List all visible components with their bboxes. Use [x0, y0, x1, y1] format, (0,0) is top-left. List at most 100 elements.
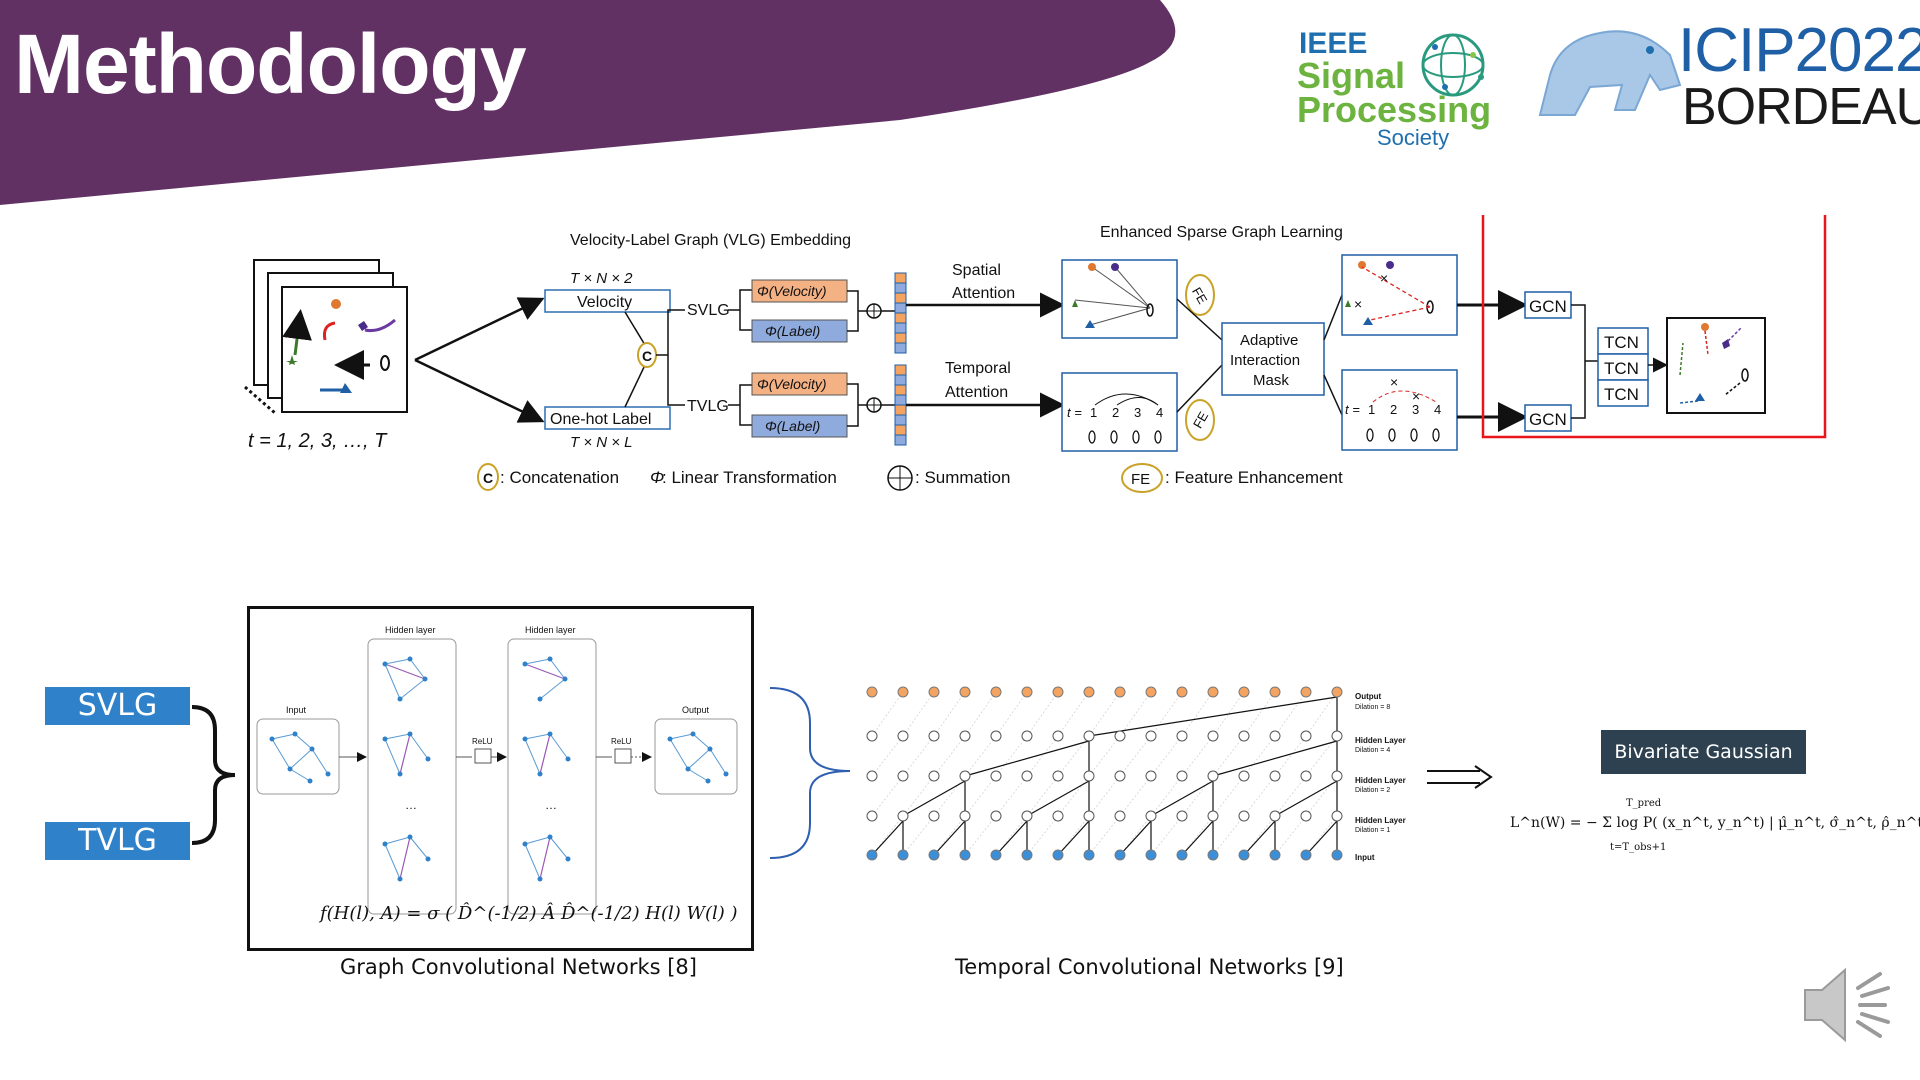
seq-4b: 4 — [1434, 402, 1441, 417]
gcn-relu2-label: ReLU — [611, 737, 632, 746]
tcn-link — [1243, 775, 1276, 817]
pipeline-diagram: t = 1, 2, 3, …, T Velocity-Label Graph (… — [244, 215, 1827, 493]
tcn-link — [1274, 775, 1307, 817]
tcn-hidden-node — [928, 730, 940, 742]
lion-icon — [1538, 30, 1682, 116]
tcn-hidden-node — [1083, 810, 1095, 822]
tcn-output-node — [866, 686, 878, 698]
tcn-hidden-node — [1207, 810, 1219, 822]
tcn-hidden-node — [1114, 730, 1126, 742]
velocity-dim: T × N × 2 — [570, 270, 633, 287]
tcn-link — [964, 775, 997, 817]
tcn-hidden-node — [1300, 770, 1312, 782]
tcn-link — [995, 735, 1028, 777]
gcn-output-label: Output — [682, 705, 710, 715]
tcn-link — [933, 691, 966, 737]
embedding-column-spatial — [894, 272, 907, 354]
tcn-link — [1088, 815, 1121, 856]
svlg-label: SVLG — [687, 302, 730, 319]
tcn-hidden-node — [1238, 770, 1250, 782]
tcn-hidden-node — [1114, 810, 1126, 822]
embedding-column-temporal — [894, 364, 907, 446]
tcn-hidden2-label: Hidden Layer — [1355, 776, 1406, 785]
tcn-link — [902, 815, 935, 856]
tcn-hidden-node — [1021, 770, 1033, 782]
icip-logo: ICIP2022 BORDEAUX — [1530, 15, 1920, 136]
tcn-link — [933, 775, 966, 817]
spatial-attention-2: Attention — [952, 285, 1015, 302]
tcn-hidden-node — [928, 810, 940, 822]
tcn-output-node — [1021, 686, 1033, 698]
tcn-link — [1088, 775, 1121, 817]
tcn-output-label: Output — [1355, 692, 1382, 701]
tcn-hidden4-label: Hidden Layer — [1355, 736, 1406, 745]
seq-2b: 2 — [1390, 402, 1397, 417]
tcn-output-dilation: Dilation = 8 — [1355, 704, 1390, 711]
gcn-input-label: Input — [286, 705, 307, 715]
tcn-link — [995, 691, 1028, 737]
tcn-link — [1212, 735, 1245, 777]
legend-linear: : Linear Transformation — [662, 468, 837, 487]
processing-text: Processing — [1297, 89, 1492, 130]
tcn-hidden-node — [928, 770, 940, 782]
signal-text: Signal — [1297, 55, 1406, 96]
tcn-link — [1305, 691, 1338, 737]
phi-velocity-2: Φ(Velocity) — [757, 376, 827, 392]
tcn-hidden-node — [1331, 730, 1343, 742]
input-brace — [191, 705, 236, 845]
tcn-label-1: TCN — [1604, 333, 1639, 352]
input-frames — [244, 259, 408, 415]
gcn-caption: Graph Convolutional Networks [8] — [340, 955, 697, 979]
tcn-input-node — [866, 849, 878, 861]
tcn-hidden-node — [897, 770, 909, 782]
seq-3a: 3 — [1134, 405, 1141, 420]
tcn-hidden-node — [1238, 730, 1250, 742]
speaker-icon[interactable] — [1800, 960, 1895, 1050]
phi-label-1: Φ(Label) — [765, 323, 820, 339]
aim-line-1: Adaptive — [1240, 332, 1298, 349]
tcn-link — [1243, 691, 1276, 737]
tcn-dilated-edge — [1243, 820, 1276, 856]
tcn-link — [1305, 735, 1338, 777]
tcn-link — [1026, 735, 1059, 777]
tcn-figure: Output Dilation = 8 Hidden Layer Dilatio… — [866, 686, 1406, 862]
tcn-hidden-node — [1300, 730, 1312, 742]
onehot-dim: T × N × L — [570, 434, 633, 451]
tcn-link — [1150, 815, 1183, 856]
tcn-input-node — [1145, 849, 1157, 861]
legend-summation: : Summation — [915, 468, 1010, 487]
tcn-output-node — [1269, 686, 1281, 698]
tcn-link — [1026, 691, 1059, 737]
concat-symbol: C — [642, 348, 652, 364]
seq-t-1: t = — [1067, 405, 1082, 420]
gcn-dots-1: … — [405, 798, 417, 812]
legend-fe-symbol: FE — [1131, 471, 1150, 488]
tcn-input-node — [1331, 849, 1343, 861]
tcn-link — [871, 775, 904, 817]
prediction-frame — [1666, 317, 1766, 414]
tcn-link — [995, 775, 1028, 817]
tcn-hidden-node — [1269, 770, 1281, 782]
gcn-label-1: GCN — [1529, 297, 1567, 316]
spatial-attention-1: Spatial — [952, 262, 1001, 279]
tcn-link — [1274, 691, 1307, 737]
society-text: Society — [1377, 125, 1450, 150]
tcn-hidden1-label: Hidden Layer — [1355, 816, 1406, 825]
onehot-box: One-hot Label — [550, 411, 651, 428]
tcn-hidden-node — [1176, 730, 1188, 742]
tcn-hidden-node — [1207, 770, 1219, 782]
tcn-hidden-node — [1300, 810, 1312, 822]
svlg-input-box: SVLG — [45, 687, 190, 725]
tcn-link — [1119, 735, 1152, 777]
tcn-link — [1119, 691, 1152, 737]
icip-title: ICIP2022 — [1678, 16, 1920, 85]
tcn-link — [1212, 815, 1245, 856]
tvlg-input-box: TVLG — [45, 822, 190, 860]
tcn-link — [1212, 691, 1245, 737]
fe-label-1: FE — [1189, 285, 1210, 307]
tcn-hidden-node — [1331, 810, 1343, 822]
tcn-link — [1181, 775, 1214, 817]
temporal-attention-2: Attention — [945, 384, 1008, 401]
tcn-input-node — [1052, 849, 1064, 861]
tcn-output-node — [1114, 686, 1126, 698]
